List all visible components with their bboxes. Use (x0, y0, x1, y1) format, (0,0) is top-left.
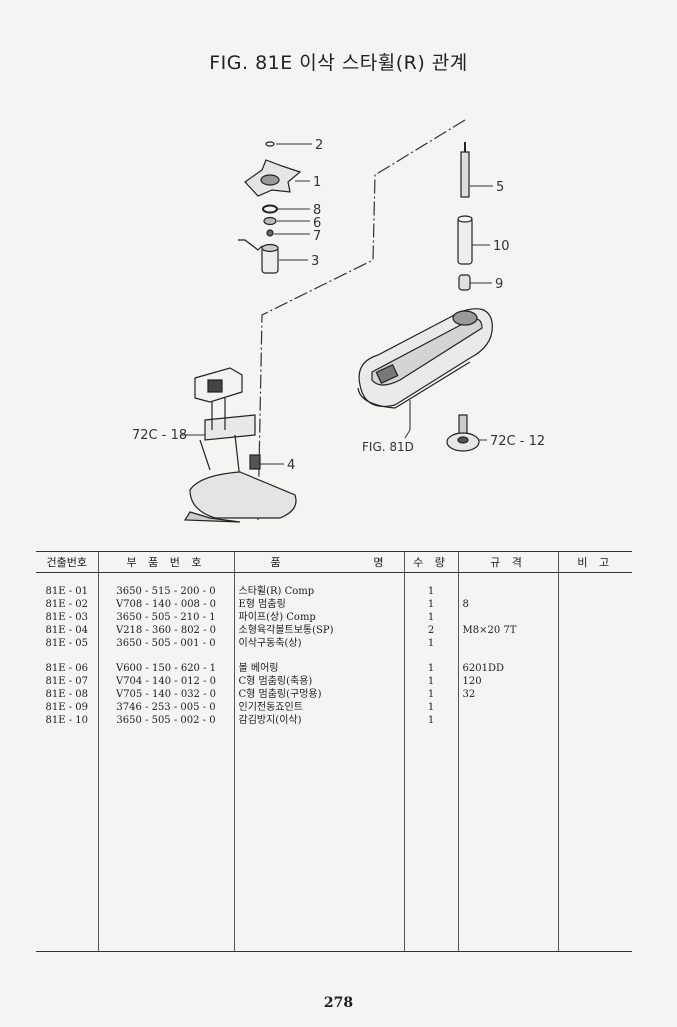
callout-8: 8 (313, 203, 321, 218)
parts-table: 건출번호 부 품 번 호 품 명 수 량 규 격 비 고 81E - 01 36… (36, 551, 632, 952)
col-remark: 비 고 (557, 551, 632, 573)
callout-10: 10 (493, 239, 510, 254)
left-frame-base (183, 367, 297, 523)
callout-9: 9 (495, 277, 503, 292)
callout-4: 4 (287, 458, 295, 473)
gearbox-housing (357, 308, 493, 430)
star-wheel-assembly (238, 141, 302, 274)
table-row: 81E - 09 3746 - 253 - 005 - 0 인기전동죠인트 1 (36, 701, 632, 714)
callout-5: 5 (496, 180, 504, 195)
table-row: 81E - 10 3650 - 505 - 002 - 0 감김방지(이삭) 1 (36, 714, 632, 727)
col-part-name: 품 명 (233, 551, 404, 573)
table-row: 81E - 02 V708 - 140 - 008 - 0 E형 멈춤링 1 8 (36, 598, 632, 611)
table-row: 81E - 04 V218 - 360 - 802 - 0 소형육각볼트보통(S… (36, 624, 632, 637)
col-quantity: 수 량 (403, 551, 458, 573)
callout-3: 3 (311, 254, 319, 269)
right-shaft-assembly (457, 142, 473, 291)
col-ref-number: 건출번호 (36, 551, 98, 573)
callout-2: 2 (315, 138, 323, 153)
callout-1: 1 (313, 175, 321, 190)
table-row: 81E - 08 V705 - 140 - 032 - 0 C형 멈춤링(구멍용… (36, 688, 632, 701)
table-row: 81E - 03 3650 - 505 - 210 - 1 파이프(상) Com… (36, 611, 632, 624)
table-row: 81E - 06 V600 - 150 - 620 - 1 볼 베어링 1 62… (36, 662, 632, 675)
col-part-name-b: 명 (373, 556, 384, 569)
assembly-dashed-line (257, 119, 466, 521)
table-row: 81E - 05 3650 - 505 - 001 - 0 이삭구동축(상) 1 (36, 637, 632, 650)
ref-fig-81d: FIG. 81D (362, 440, 414, 454)
page-title: FIG. 81E 이삭 스타휠(R) 관계 (209, 52, 468, 74)
callout-6: 6 (313, 216, 321, 231)
table-row: 81E - 01 3650 - 515 - 200 - 0 스타휠(R) Com… (36, 585, 632, 598)
table-header-row: 건출번호 부 품 번 호 품 명 수 량 규 격 비 고 (36, 551, 632, 573)
col-spec: 규 격 (457, 551, 558, 573)
callout-7: 7 (313, 229, 321, 244)
ref-72c-12: 72C - 12 (490, 434, 545, 449)
col-part-number: 부 품 번 호 (97, 551, 234, 573)
drive-joint (446, 414, 480, 452)
col-part-name-a: 품 (270, 556, 281, 569)
exploded-parts-diagram: 2 1 8 6 7 3 4 5 10 9 72C - 18 FIG. 81D 7… (132, 119, 545, 523)
ref-72c-18: 72C - 18 (132, 428, 187, 443)
page-number: 278 (323, 995, 354, 1011)
table-row: 81E - 07 V704 - 140 - 012 - 0 C형 멈춤링(축용)… (36, 675, 632, 688)
table-empty-space (36, 727, 632, 952)
